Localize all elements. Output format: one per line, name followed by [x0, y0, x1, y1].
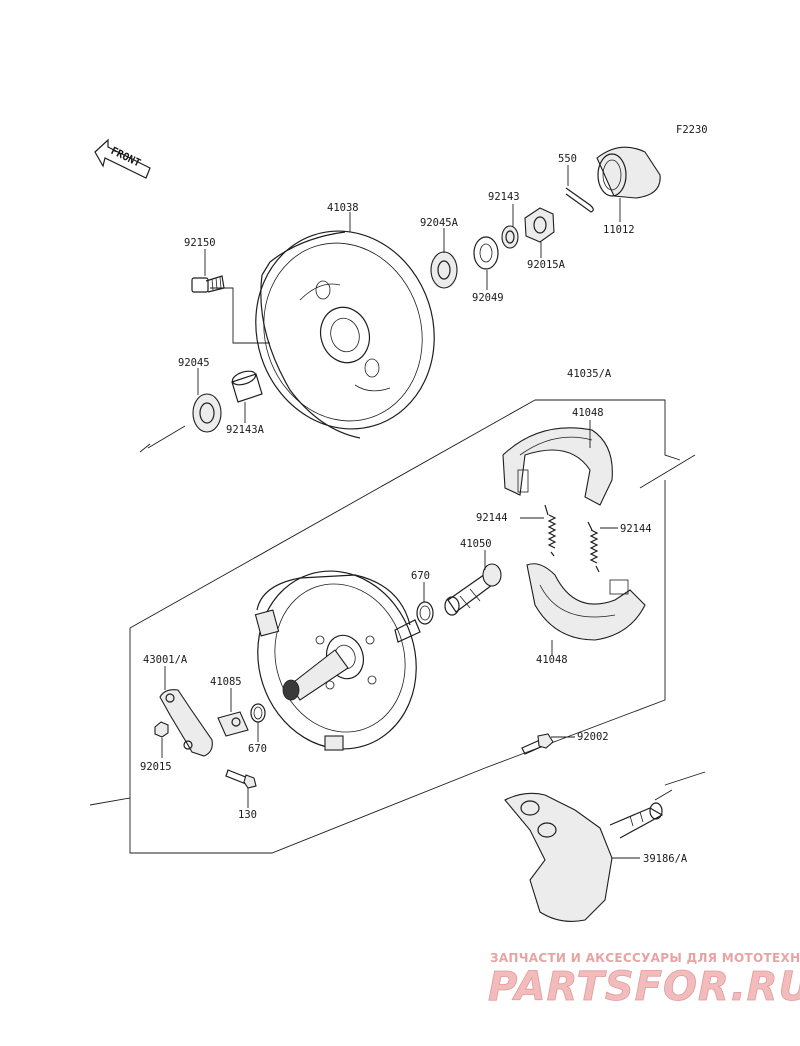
spring-92144-right	[587, 521, 600, 573]
label-130: 130	[238, 809, 257, 821]
camshaft-41050	[444, 563, 502, 616]
hub-cap-11012	[596, 146, 661, 199]
indicator-41085	[217, 711, 249, 737]
label-550: 550	[558, 153, 577, 165]
knuckle-39186A	[504, 792, 664, 922]
bolt-92150	[191, 275, 225, 293]
label-670-bottom: 670	[248, 743, 267, 755]
front-arrow-label: FRONT	[109, 145, 143, 170]
label-92015: 92015	[140, 761, 172, 773]
o-ring-670-bottom	[250, 703, 266, 723]
brake-shoe-upper-41048	[502, 427, 613, 506]
bolt-130	[225, 769, 257, 789]
label-92045: 92045	[178, 357, 210, 369]
bearing-92045A	[430, 251, 458, 289]
brake-panel	[254, 570, 421, 751]
collar-92143	[501, 225, 519, 249]
washer-92049	[473, 236, 499, 270]
figure-code: F2230	[676, 124, 708, 136]
label-92143: 92143	[488, 191, 520, 203]
o-ring-670-top	[416, 601, 434, 625]
label-11012: 11012	[603, 224, 635, 236]
bolt-92002	[521, 733, 554, 755]
label-92015A: 92015A	[527, 259, 566, 271]
brake-shoe-lower-41048	[526, 563, 646, 641]
watermark: ЗАПЧАСТИ И АКСЕССУАРЫ ДЛЯ МОТОТЕХНИКИ PA…	[488, 951, 800, 1010]
spring-92144-left	[544, 504, 557, 557]
label-92002: 92002	[577, 731, 609, 743]
label-41050: 41050	[460, 538, 492, 550]
label-39186A: 39186/A	[643, 853, 688, 865]
front-arrow-icon: FRONT	[94, 138, 151, 179]
part-labels: 41038 92150 92045 92143A 92045A 92049 92…	[140, 153, 688, 865]
watermark-brand: PARTSFOR.RU	[488, 964, 800, 1010]
label-92143A: 92143A	[226, 424, 265, 436]
label-41085: 41085	[210, 676, 242, 688]
label-92045A: 92045A	[420, 217, 459, 229]
label-41038: 41038	[327, 202, 359, 214]
castle-nut-92015A	[524, 207, 555, 243]
label-41048-top: 41048	[572, 407, 604, 419]
label-670-top: 670	[411, 570, 430, 582]
upper-leader-lines	[139, 165, 621, 453]
label-41035A: 41035/A	[567, 368, 612, 380]
nut-92015	[154, 721, 169, 738]
brake-lever-43001A	[159, 689, 213, 757]
label-92144-right: 92144	[620, 523, 652, 535]
label-41048-bottom: 41048	[536, 654, 568, 666]
bearing-92045	[192, 393, 222, 433]
label-92150: 92150	[184, 237, 216, 249]
label-92049: 92049	[472, 292, 504, 304]
cotter-pin-550	[565, 187, 594, 213]
label-43001A: 43001/A	[143, 654, 188, 666]
brake-drum-41038	[255, 230, 435, 439]
spacer-92143A	[231, 370, 263, 403]
lower-leader-lines	[161, 420, 706, 859]
watermark-tagline: ЗАПЧАСТИ И АКСЕССУАРЫ ДЛЯ МОТОТЕХНИКИ	[490, 951, 800, 965]
label-92144-left: 92144	[476, 512, 508, 524]
